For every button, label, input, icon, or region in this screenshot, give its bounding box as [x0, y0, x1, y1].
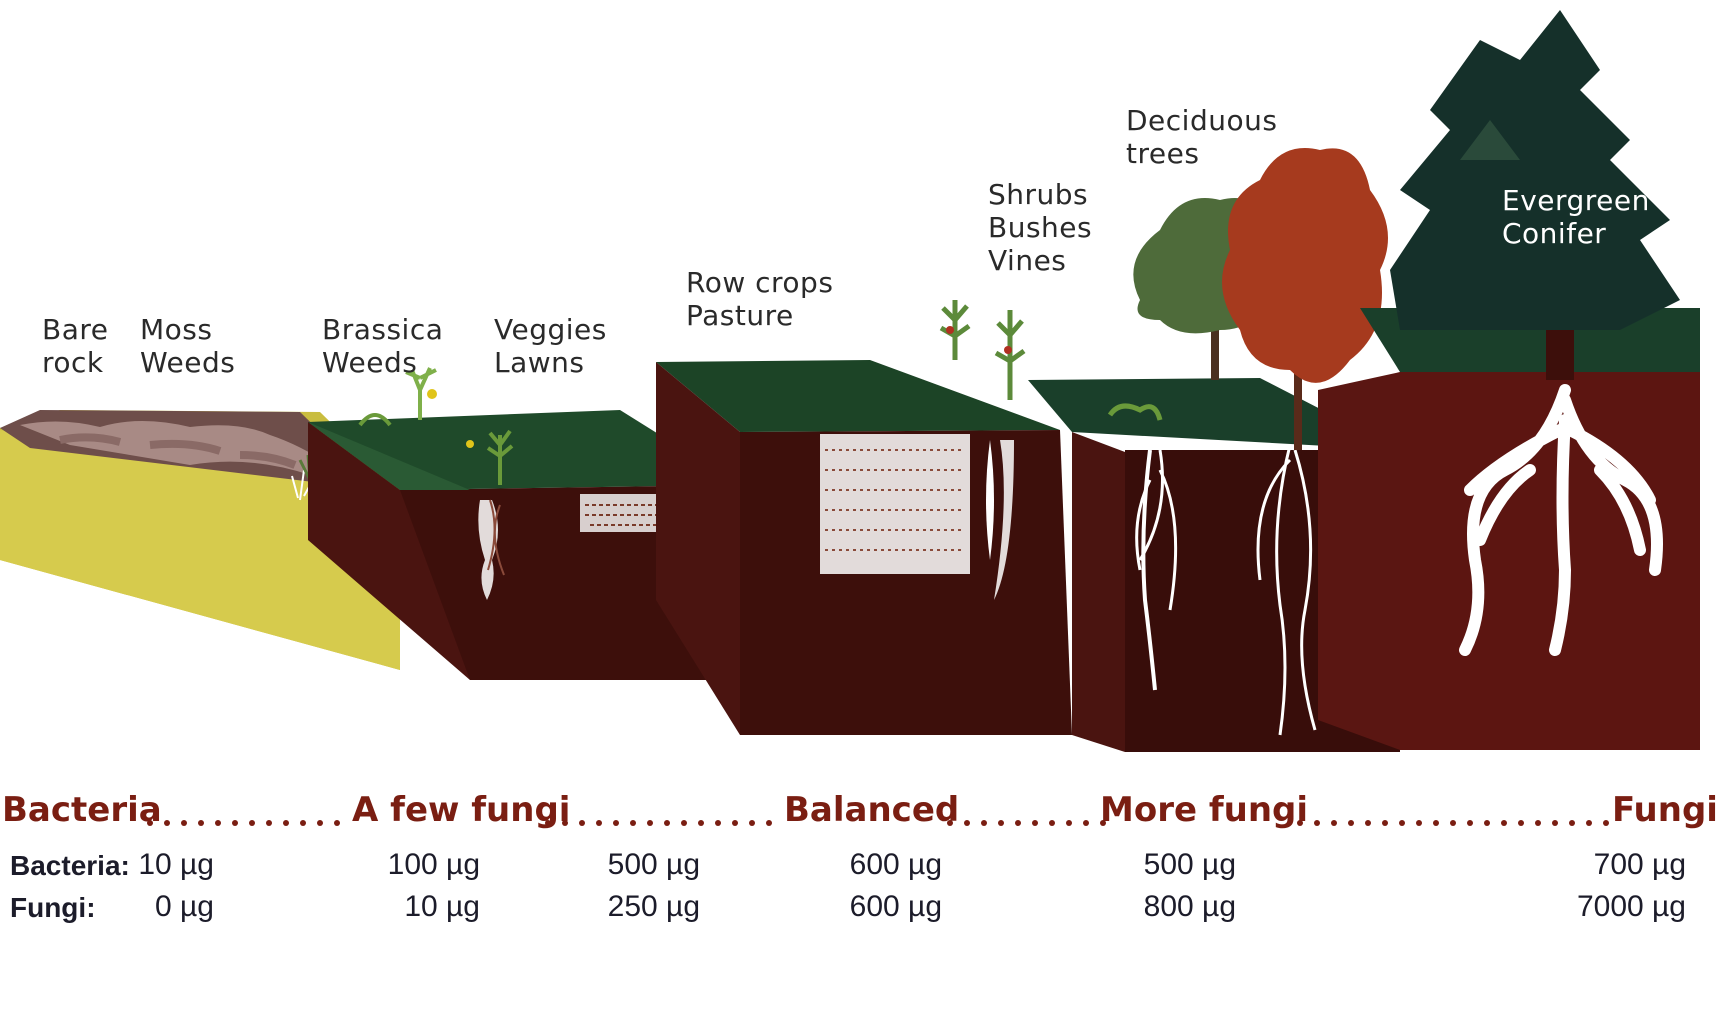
row-crops-block [656, 300, 1072, 735]
fungi-value-1: 0 µg [74, 890, 214, 924]
bacteria-fungi-spectrum: Bacteria A few fungi Balanced More fungi… [0, 790, 1718, 834]
fungi-value-2: 10 µg [340, 890, 480, 924]
spectrum-few-fungi: A few fungi [352, 790, 570, 830]
bacteria-value-1: 10 µg [74, 848, 214, 882]
bacteria-value-2: 100 µg [340, 848, 480, 882]
conifer-block [1318, 10, 1700, 750]
bacteria-value-3: 500 µg [560, 848, 700, 882]
label-row-crops-pasture: Row crops Pasture [686, 266, 833, 332]
label-shrubs-bushes-vines: Shrubs Bushes Vines [988, 178, 1092, 277]
bacteria-value-4: 600 µg [802, 848, 942, 882]
fungi-value-5: 800 µg [1096, 890, 1236, 924]
fungi-value-6: 7000 µg [1546, 890, 1686, 924]
label-moss-weeds: Moss Weeds [140, 313, 235, 379]
fungi-value-3: 250 µg [560, 890, 700, 924]
spectrum-more-fungi: More fungi [1100, 790, 1308, 830]
label-bare-rock: Bare rock [42, 313, 109, 379]
label-veggies-lawns: Veggies Lawns [494, 313, 607, 379]
spectrum-balanced: Balanced [784, 790, 959, 830]
spectrum-fungi: Fungi [1612, 790, 1718, 830]
fungi-value-4: 600 µg [802, 890, 942, 924]
label-evergreen-conifer: Evergreen Conifer [1502, 184, 1650, 250]
bacteria-value-6: 700 µg [1546, 848, 1686, 882]
bacteria-value-5: 500 µg [1096, 848, 1236, 882]
label-deciduous-trees: Deciduous trees [1126, 104, 1277, 170]
label-brassica-weeds: Brassica Weeds [322, 313, 443, 379]
spectrum-bacteria: Bacteria [2, 790, 162, 830]
